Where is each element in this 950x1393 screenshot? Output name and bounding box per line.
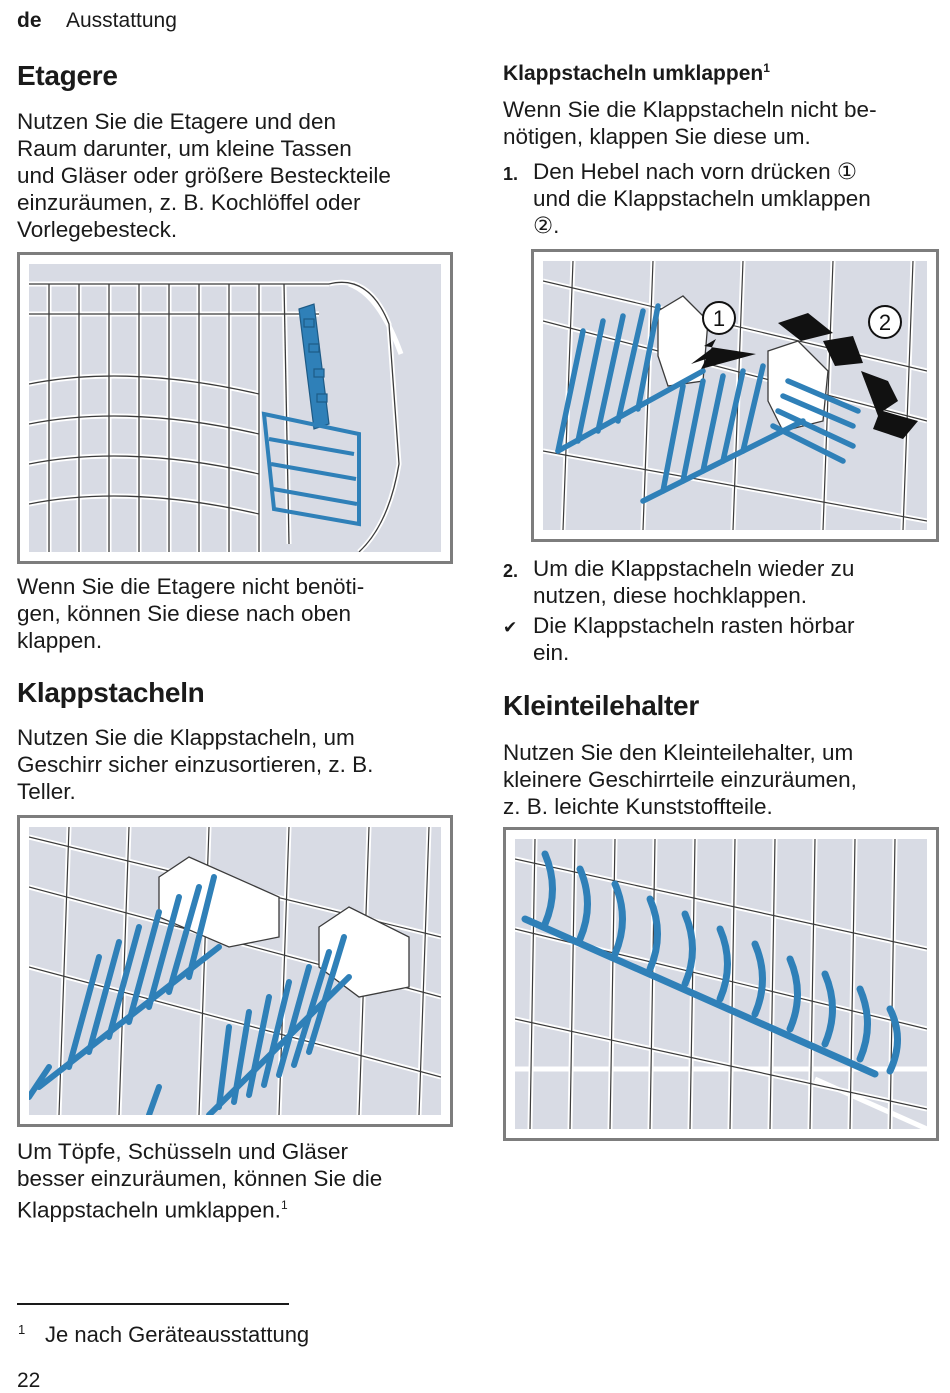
umklappen-title-text: Klappstacheln umklappen	[503, 62, 764, 85]
step-1: 1. Den Hebel nach vorn drücken ① und die…	[503, 158, 943, 239]
text-line: Nutzen Sie die Klappstacheln, um	[17, 725, 355, 750]
callout-2: 2	[879, 310, 891, 335]
footnote-rule	[17, 1303, 289, 1305]
text-line: Wenn Sie die Etagere nicht benöti-	[17, 574, 365, 599]
text-line: gen, können Sie diese nach oben	[17, 601, 352, 626]
kleinteilehalter-title: Kleinteilehalter	[503, 690, 699, 721]
text-line: Um die Klappstacheln wieder zu	[533, 556, 855, 581]
text-line: Nutzen Sie den Kleinteilehalter, um	[503, 740, 854, 765]
text-line: Raum darunter, um kleine Tassen	[17, 136, 352, 161]
header-section: Ausstattung	[66, 9, 177, 32]
text-line: ein.	[533, 640, 570, 665]
rack-drawing: 1 2	[543, 261, 927, 530]
footnote-mark: 1	[18, 1322, 26, 1337]
etagere-title: Etagere	[17, 60, 118, 91]
text-line: Wenn Sie die Klappstacheln nicht be-	[503, 97, 877, 122]
check-icon: ✔	[503, 618, 518, 637]
text-line: einzuräumen, z. B. Kochlöffel oder	[17, 190, 361, 215]
text-line: Klappstacheln umklappen.1	[17, 1192, 457, 1224]
etagere-after: Wenn Sie die Etagere nicht benöti- gen, …	[17, 573, 457, 654]
text-line: besser einzuräumen, können Sie die	[17, 1166, 383, 1191]
klappstacheln-title: Klappstacheln	[17, 677, 205, 708]
rack-drawing	[29, 279, 404, 552]
text-line: und die Klappstacheln umklappen	[533, 186, 871, 211]
etagere-intro: Nutzen Sie die Etagere und den Raum daru…	[17, 108, 457, 243]
step-number: 2.	[503, 561, 519, 581]
text-line: ②.	[533, 213, 560, 238]
umklappen-title: Klappstacheln umklappen1	[503, 61, 770, 86]
step-text: Um die Klappstacheln wieder zu nutzen, d…	[533, 555, 933, 609]
text-line: kleinere Geschirrteile einzuräumen,	[503, 767, 857, 792]
page-number: 22	[17, 1369, 41, 1392]
footnote-ref: 1	[763, 61, 770, 75]
umklappen-illustration: 1 2	[531, 249, 939, 542]
klappstacheln-intro: Nutzen Sie die Klappstacheln, um Geschir…	[17, 724, 457, 805]
callout-1: 1	[713, 306, 725, 331]
text-line: nutzen, diese hochklappen.	[533, 583, 807, 608]
text-line: Den Hebel nach vorn drücken ①	[533, 159, 858, 184]
step-text: Den Hebel nach vorn drücken ① und die Kl…	[533, 158, 933, 239]
text-line: z. B. leichte Kunststoffteile.	[503, 794, 773, 819]
etagere-illustration	[17, 252, 453, 564]
step-2: 2. Um die Klappstacheln wieder zu nutzen…	[503, 555, 943, 609]
text-line: Geschirr sicher einzusortieren, z. B.	[17, 752, 374, 777]
footnote-text: Je nach Geräteausstattung	[45, 1322, 310, 1347]
text-line: Klappstacheln umklappen.	[17, 1197, 281, 1223]
step-result: ✔ Die Klappstacheln rasten hörbar ein.	[503, 612, 943, 666]
text-line: und Gläser oder größere Besteckteile	[17, 163, 391, 188]
language-code: de	[17, 9, 42, 32]
text-line: Die Klappstacheln rasten hörbar	[533, 613, 855, 638]
footnote-ref: 1	[280, 1198, 288, 1212]
klappstacheln-illustration	[17, 815, 453, 1127]
text-line: Vorlegebesteck.	[17, 217, 178, 242]
rack-drawing	[29, 827, 441, 1115]
umklappen-intro: Wenn Sie die Klappstacheln nicht be- nöt…	[503, 96, 943, 150]
text-line: klappen.	[17, 628, 103, 653]
text-line: Um Töpfe, Schüsseln und Gläser	[17, 1139, 348, 1164]
rack-drawing	[515, 839, 927, 1129]
kleinteilehalter-illustration	[503, 827, 939, 1141]
text-line: Teller.	[17, 779, 76, 804]
step-number: 1.	[503, 164, 519, 184]
text-line: nötigen, klappen Sie diese um.	[503, 124, 811, 149]
step-text: Die Klappstacheln rasten hörbar ein.	[533, 612, 933, 666]
text-line: Nutzen Sie die Etagere und den	[17, 109, 336, 134]
kleinteilehalter-intro: Nutzen Sie den Kleinteilehalter, um klei…	[503, 739, 943, 820]
klappstacheln-after: Um Töpfe, Schüsseln und Gläser besser ei…	[17, 1138, 457, 1224]
